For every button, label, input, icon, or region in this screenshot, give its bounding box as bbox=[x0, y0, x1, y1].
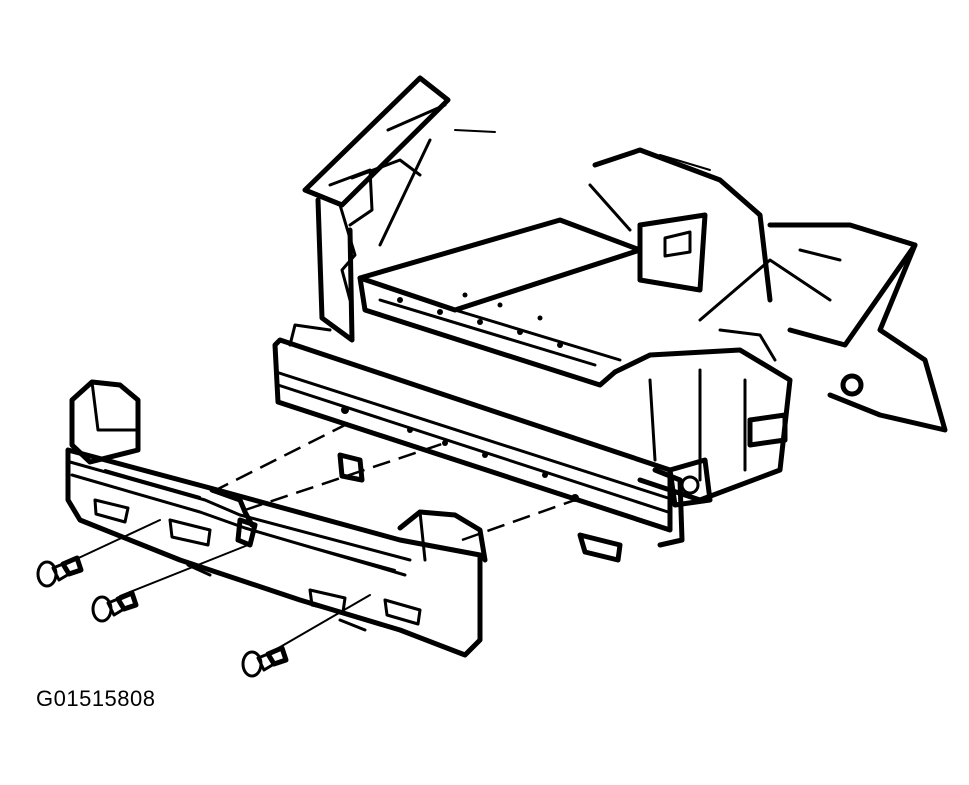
right-fender bbox=[698, 222, 948, 433]
fastener-lead-lines bbox=[69, 519, 371, 651]
alignment-guides bbox=[211, 423, 576, 542]
right-frame-rail bbox=[588, 147, 793, 508]
bumper-energy-absorber bbox=[65, 379, 488, 658]
upper-crossmember bbox=[357, 217, 643, 388]
figure-id-label: G01515808 bbox=[36, 686, 156, 711]
push-pin-clip-left bbox=[36, 555, 84, 588]
push-pin-clip-center bbox=[91, 590, 139, 623]
left-radiator-support bbox=[302, 75, 496, 343]
push-pin-clip-right bbox=[241, 645, 289, 678]
impact-bar bbox=[272, 323, 685, 563]
